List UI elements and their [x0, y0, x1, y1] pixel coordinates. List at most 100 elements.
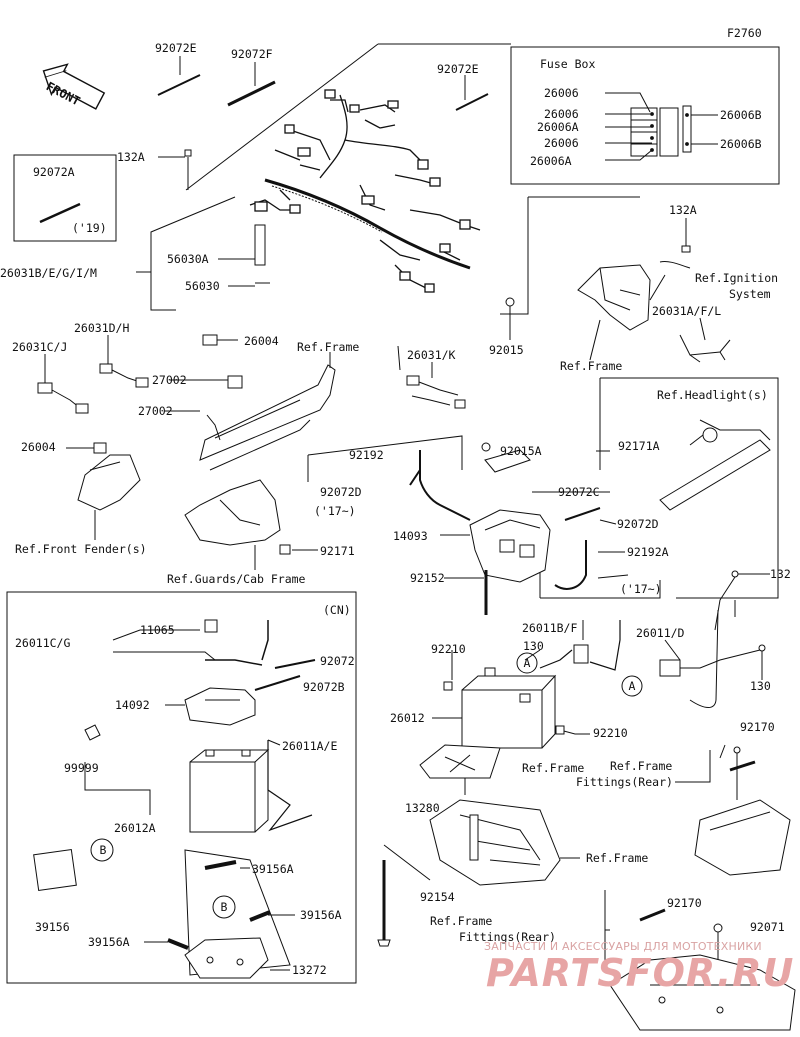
label-92192: 92192	[349, 448, 384, 462]
label-ref-fittings-1: Ref.Frame	[610, 759, 673, 773]
bolt-132A-icon	[184, 149, 192, 157]
callout-b-1	[90, 838, 114, 862]
clamp-56030A-icon	[254, 224, 266, 266]
label-variant-19: ('19)	[72, 221, 107, 235]
label-99999: 99999	[64, 761, 99, 775]
label-27002-2: 27002	[138, 404, 173, 418]
bracket-13272-icon	[184, 937, 269, 979]
battery-26012A-icon	[189, 748, 270, 833]
fittings-rear-icon	[694, 799, 791, 876]
front-fender-icon	[66, 442, 141, 540]
label-92072E: 92072E	[155, 41, 197, 55]
fittings-rear-lower-icon	[609, 954, 796, 1031]
label-26031B: 26031B/E/G/I/M	[0, 266, 97, 280]
label-ref-frame-bat: Ref.Frame	[522, 761, 585, 775]
label-26031CJ: 26031C/J	[12, 340, 68, 354]
relay-26011D-icon	[659, 644, 766, 680]
label-92170-1: 92170	[740, 720, 775, 734]
label-fittings-rear-1: Fittings(Rear)	[576, 775, 673, 789]
front-frame-icon	[199, 352, 336, 471]
label-132A-right: 132A	[669, 203, 697, 217]
label-26031DH: 26031D/H	[74, 321, 130, 335]
label-26006-1: 26006	[544, 86, 579, 100]
strap-92072C-icon	[484, 449, 531, 473]
label-92072A: 92072A	[33, 165, 75, 179]
label-26006B-1: 26006B	[720, 108, 762, 122]
label-92171A: 92171A	[618, 439, 660, 453]
label-26011BF: 26011B/F	[522, 621, 578, 635]
label-92072E-right: 92072E	[437, 62, 479, 76]
fuse-box-title: Fuse Box	[540, 57, 596, 71]
label-92210-1: 92210	[431, 642, 466, 656]
cover-14092-icon	[184, 687, 256, 726]
label-26004-left: 26004	[21, 440, 56, 454]
label-26006B-2: 26006B	[720, 137, 762, 151]
callout-a-2	[621, 675, 643, 697]
label-26011CG: 26011C/G	[15, 636, 71, 650]
label-92154: 92154	[420, 890, 455, 904]
label-26006-3: 26006	[544, 136, 579, 150]
callout-a-2-label: A	[628, 679, 636, 693]
label-13280: 13280	[405, 801, 440, 815]
label-ref-front-fender: Ref.Front Fender(s)	[15, 542, 147, 556]
label-39156: 39156	[35, 920, 70, 934]
headlight-bracket-icon	[659, 419, 771, 511]
label-92152: 92152	[410, 571, 445, 585]
label-92170-2: 92170	[667, 896, 702, 910]
guards-cab-frame-icon	[184, 479, 318, 570]
label-26004: 26004	[244, 334, 279, 348]
label-ref-headlight: Ref.Headlight(s)	[657, 388, 768, 402]
label-11065: 11065	[140, 623, 175, 637]
label-56030A: 56030A	[167, 252, 209, 266]
label-92015: 92015	[489, 343, 524, 357]
label-26006A-1: 26006A	[537, 120, 579, 134]
callout-a-1	[516, 652, 538, 674]
connector-26004-icon	[202, 334, 218, 346]
strap-92072E-right-icon	[455, 93, 489, 111]
label-39156-icon	[33, 848, 77, 892]
main-harness-icon	[249, 89, 481, 293]
label-39156A-3: 39156A	[88, 935, 130, 949]
label-26011D: 26011/D	[636, 626, 685, 640]
label-14092: 14092	[115, 698, 150, 712]
tray-13280-icon	[419, 744, 501, 779]
label-26012: 26012	[390, 711, 425, 725]
front-arrow-icon	[42, 63, 106, 110]
label-26011AE: 26011A/E	[282, 739, 338, 753]
label-26031K: 26031/K	[407, 348, 456, 362]
label-26012A: 26012A	[114, 821, 156, 835]
label-92072B: 92072B	[303, 680, 345, 694]
label-92171: 92171	[320, 544, 355, 558]
label-17-right: ('17~)	[620, 582, 662, 596]
label-92210-2: 92210	[593, 726, 628, 740]
fuse-box-frame	[510, 46, 780, 185]
battery-26012-icon	[461, 667, 557, 749]
strap-92072A-icon	[39, 202, 81, 224]
harness-26031DH-icon	[99, 335, 149, 388]
harness-26031CJ-icon	[37, 354, 89, 414]
label-ref-fittings-2: Ref.Frame	[430, 914, 493, 928]
variant-19-frame	[13, 154, 117, 242]
frame-lower-icon	[429, 799, 561, 886]
label-92192A: 92192A	[627, 545, 669, 559]
label-ignition-system: System	[729, 287, 771, 301]
label-92072D-left: 92072D	[320, 485, 362, 499]
label-ref-frame-mid: Ref.Frame	[560, 359, 623, 373]
callout-b-2	[212, 895, 236, 919]
label-17-left: ('17~)	[314, 504, 356, 518]
label-13272: 13272	[292, 963, 327, 977]
label-ref-frame-low: Ref.Frame	[586, 851, 649, 865]
label-ref-guards: Ref.Guards/Cab Frame	[167, 572, 306, 586]
label-26006A-2: 26006A	[530, 154, 572, 168]
callout-b-1-label: B	[99, 843, 107, 857]
label-92015A: 92015A	[500, 444, 542, 458]
nut-92015-icon	[505, 297, 515, 307]
relay-26011BF-icon	[573, 644, 589, 664]
strap-92072B-icon	[254, 675, 301, 691]
part-11065-icon	[204, 619, 218, 633]
watermark-logo: PARTSFOR.RU	[486, 951, 795, 995]
fuse-block-icon	[630, 105, 692, 157]
label-26031AFL: 26031A/F/L	[652, 304, 722, 318]
label-132A: 132A	[117, 150, 145, 164]
callout-b-2-label: B	[220, 900, 228, 914]
